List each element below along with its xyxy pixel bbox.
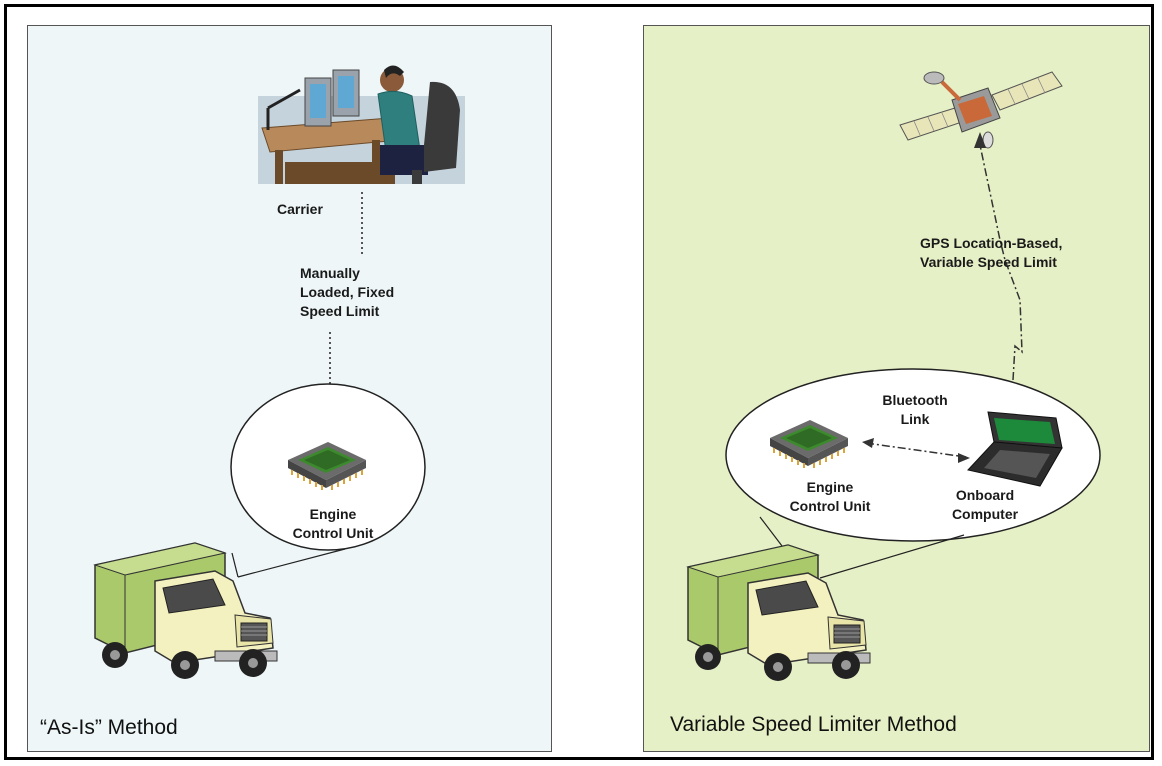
truck-left-illustration xyxy=(94,542,278,680)
gps-speed-limit-label: GPS Location-Based, Variable Speed Limit xyxy=(920,234,1062,272)
bluetooth-arrow-left xyxy=(862,438,874,448)
satellite-icon xyxy=(899,71,1063,149)
carrier-illustration xyxy=(258,65,465,184)
label-line: Manually xyxy=(300,265,360,281)
onboard-computer-label: Onboard Computer xyxy=(935,486,1035,524)
label-line: GPS Location-Based, xyxy=(920,235,1063,251)
ecu-label-right: Engine Control Unit xyxy=(765,478,895,516)
label-line: Loaded, Fixed xyxy=(300,284,395,300)
label-line: Computer xyxy=(951,506,1019,522)
truck-right-illustration xyxy=(687,544,871,682)
gps-link-arrowhead xyxy=(974,132,986,148)
bluetooth-link-label: Bluetooth Link xyxy=(865,391,965,429)
onboard-computer-laptop-icon xyxy=(967,411,1063,487)
vsl-callout-bubble xyxy=(725,368,1101,542)
gps-link-line xyxy=(979,144,1023,381)
vsl-method-title: Variable Speed Limiter Method xyxy=(670,713,957,736)
callout-line-right xyxy=(237,548,346,578)
bluetooth-link-line xyxy=(865,442,967,458)
label-line: Engine xyxy=(309,506,357,522)
label-line: Variable Speed Limit xyxy=(920,254,1057,270)
ecu-label-left: Engine Control Unit xyxy=(268,505,398,543)
label-line: Speed Limit xyxy=(300,303,380,319)
label-line: Bluetooth xyxy=(882,392,948,408)
label-line: Onboard xyxy=(955,487,1015,503)
carrier-label: Carrier xyxy=(277,201,323,217)
bluetooth-arrow-right xyxy=(958,453,970,463)
as-is-method-title: “As-Is” Method xyxy=(40,716,178,739)
callout-line-right-right-panel xyxy=(819,534,965,579)
label-line: Control Unit xyxy=(789,498,871,514)
label-line: Engine xyxy=(806,479,854,495)
callout-line-left xyxy=(231,552,239,578)
label-line: Control Unit xyxy=(292,525,374,541)
label-line: Link xyxy=(900,411,930,427)
manual-fixed-limit-label: Manually Loaded, Fixed Speed Limit xyxy=(300,264,420,321)
